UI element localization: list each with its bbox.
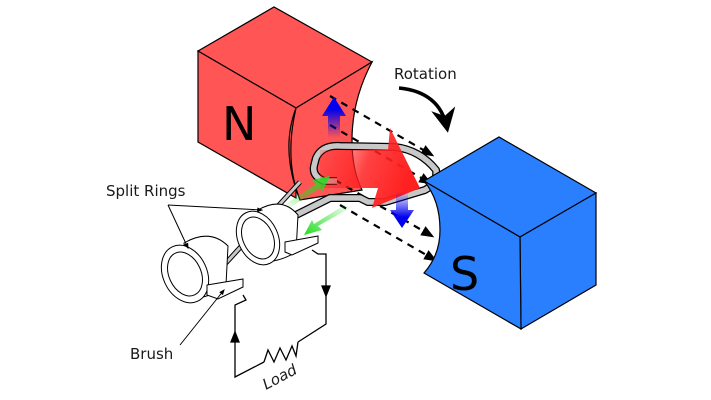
split-rings-label: Split Rings [106, 182, 186, 200]
current-direction-arrow-down [321, 285, 331, 298]
magnetic-field-lines [329, 95, 438, 262]
field-line-3 [334, 179, 435, 238]
split-rings-leader-front [167, 204, 189, 250]
load-circuit [230, 249, 331, 379]
rotation-arrow [398, 86, 456, 133]
field-line-4 [339, 204, 438, 262]
south-pole-label: S [450, 247, 479, 301]
resistor-icon [263, 341, 299, 364]
force-arrow [320, 128, 420, 208]
field-line-1 [329, 95, 435, 157]
brush-rear [284, 235, 319, 256]
circuit-left-wire [234, 294, 265, 379]
south-magnet-pole-face [423, 180, 522, 331]
split-rings [160, 203, 319, 304]
current-arrow-out [304, 204, 350, 235]
brush-leader [179, 289, 225, 346]
south-magnet: S [422, 136, 598, 331]
rotation-label: Rotation [394, 65, 457, 83]
motion-arrow-up [322, 97, 346, 138]
circuit-right-wire [297, 249, 327, 343]
load-label: Load [259, 360, 300, 393]
split-ring-rear [235, 203, 319, 266]
brush-label: Brush [130, 345, 173, 363]
north-pole-label: N [222, 97, 256, 151]
brush-front [206, 278, 244, 300]
current-direction-arrow-up [230, 330, 240, 343]
split-rings-leader-rear [167, 204, 264, 213]
motion-arrow-down [390, 192, 414, 228]
split-ring-front [160, 235, 244, 304]
current-arrow-in [284, 176, 330, 209]
